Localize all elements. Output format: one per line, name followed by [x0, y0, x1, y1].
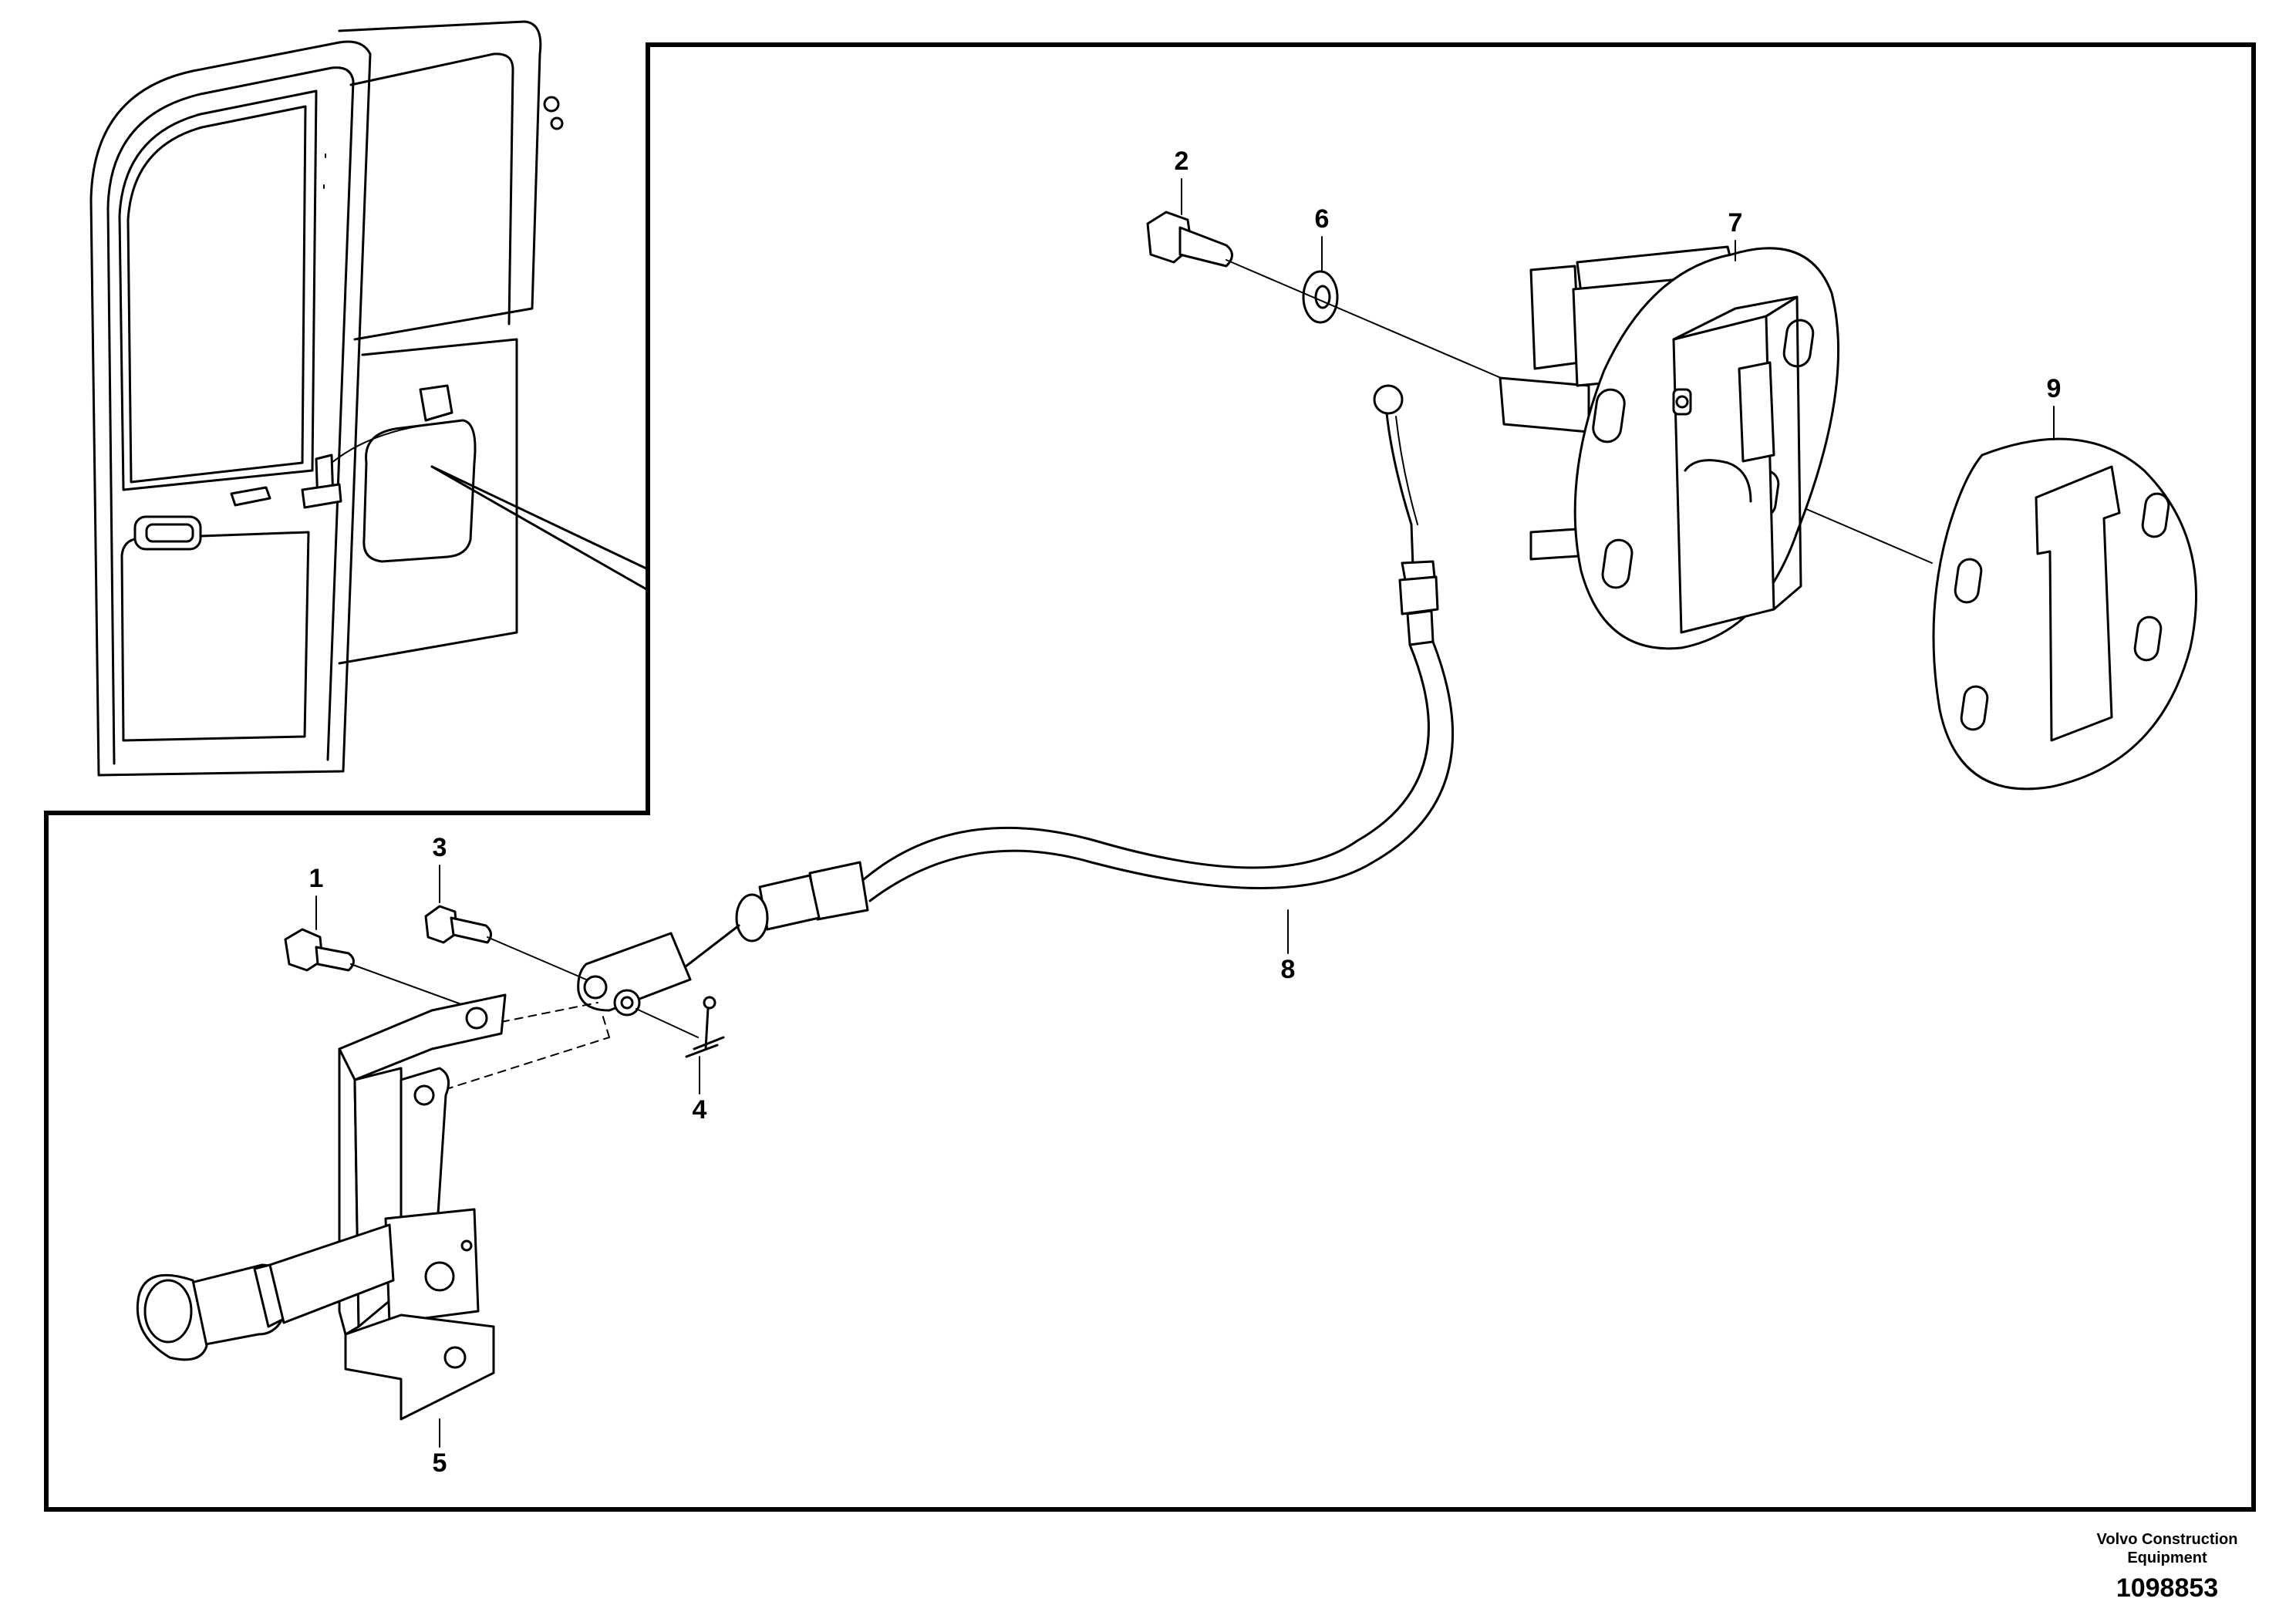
washer — [1302, 270, 1339, 324]
release-cable — [677, 384, 1454, 973]
callout-2: 2 — [1175, 147, 1189, 215]
svg-text:1098853: 1098853 — [2116, 1573, 2218, 1603]
callout-7: 7 — [1728, 208, 1743, 261]
cab-door-inset — [89, 20, 649, 777]
callout-8: 8 — [1281, 909, 1296, 984]
svg-text:6: 6 — [1315, 204, 1330, 234]
clevis-pin — [424, 905, 587, 980]
callout-4: 4 — [693, 1056, 707, 1125]
diagram-frame — [44, 42, 2256, 1512]
svg-text:5: 5 — [433, 1448, 447, 1478]
flange-bolt — [284, 928, 479, 1011]
bolt — [1146, 211, 1233, 268]
svg-text:4: 4 — [693, 1095, 707, 1125]
callout-1: 1 — [309, 864, 324, 930]
svg-text:Equipment: Equipment — [2127, 1549, 2207, 1566]
svg-text:2: 2 — [1175, 147, 1189, 176]
drawing-number: 1098853 — [2116, 1573, 2218, 1603]
svg-text:Volvo Construction: Volvo Construction — [2097, 1531, 2238, 1548]
svg-text:1: 1 — [309, 864, 324, 893]
svg-text:3: 3 — [433, 833, 447, 862]
release-lever — [136, 993, 507, 1421]
callout-3: 3 — [433, 833, 447, 903]
cover-plate — [1932, 437, 2197, 791]
dashed-guides — [431, 1002, 610, 1094]
callout-5: 5 — [433, 1418, 447, 1478]
svg-text:7: 7 — [1728, 208, 1743, 238]
svg-text:8: 8 — [1281, 955, 1296, 984]
svg-text:9: 9 — [2047, 374, 2062, 403]
footer-brand: Volvo Construction Equipment — [2097, 1531, 2238, 1566]
callout-6: 6 — [1315, 204, 1330, 272]
door-lock — [1499, 245, 1840, 650]
split-pin — [636, 996, 725, 1058]
clevis — [577, 932, 692, 1017]
callout-9: 9 — [2047, 374, 2062, 440]
